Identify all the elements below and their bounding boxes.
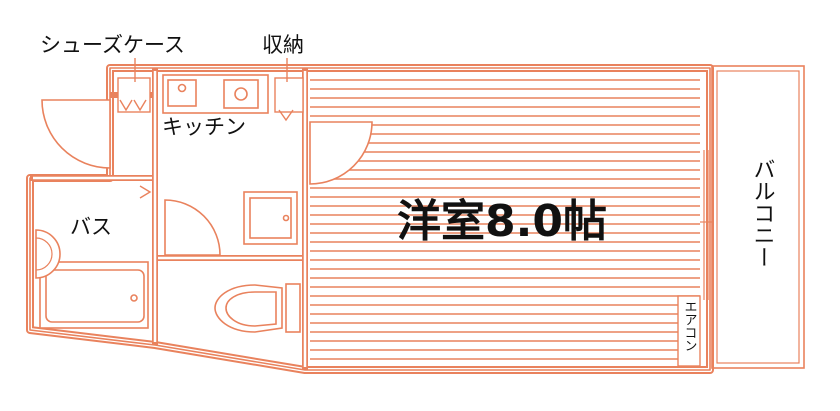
bathtub <box>39 261 149 329</box>
aircon-unit <box>677 295 701 367</box>
storage <box>274 77 304 122</box>
kitchen-label: キッチン <box>162 115 246 139</box>
floor-stripes <box>310 79 700 360</box>
storage-label: 収納 <box>262 33 304 57</box>
toilet <box>214 283 301 333</box>
room-door <box>309 121 373 185</box>
shoe-case-label: シューズケース <box>40 33 185 57</box>
western-room-label: 洋室8.0帖 <box>397 196 607 247</box>
aircon-label: エアコン <box>682 300 697 352</box>
bath-label: バス <box>70 215 112 239</box>
balcony-area <box>711 65 805 369</box>
bath-sink <box>35 229 61 279</box>
kitchen-counter <box>162 74 269 114</box>
shoe-case <box>117 77 151 113</box>
washing-machine-pan <box>243 191 298 245</box>
entrance-door <box>41 99 111 169</box>
bathroom-door <box>164 199 221 256</box>
balcony-label: バルコニー <box>750 158 775 268</box>
